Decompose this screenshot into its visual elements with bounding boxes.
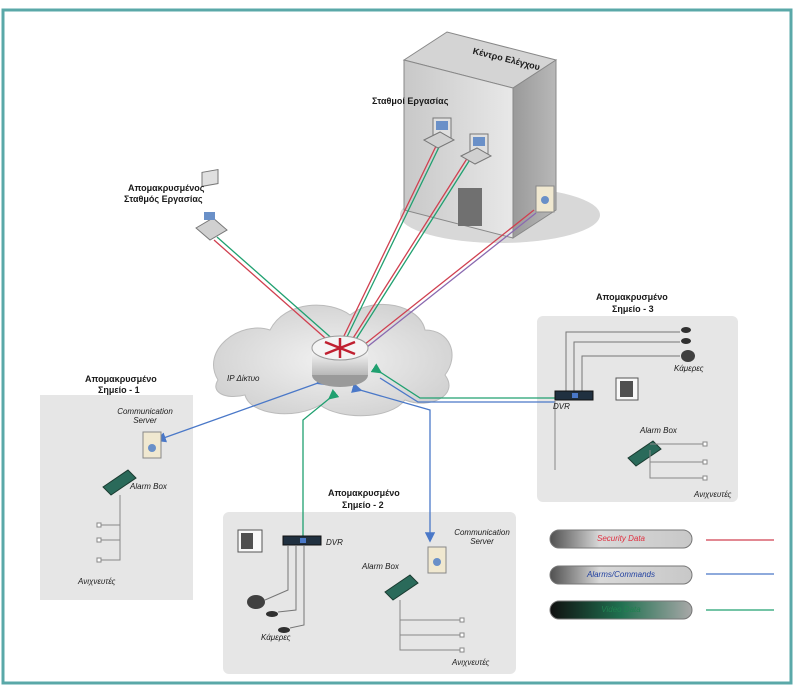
- router-icon: [311, 335, 369, 387]
- remote-workstation-label-1: Απομακρυσμένος: [128, 183, 205, 193]
- workstation-computer-icon: [422, 117, 456, 149]
- site2-sensor-lines: [399, 600, 465, 653]
- legend-alarms-label: Alarms/Commands: [586, 570, 655, 579]
- communication-server-icon: [142, 431, 162, 459]
- camera-icon: [681, 327, 695, 362]
- site3-camera-wiring: [565, 331, 680, 394]
- site2-alarm-box-label: Alarm Box: [362, 562, 399, 571]
- dvr-icon: [282, 535, 322, 546]
- site2-subtitle: Σημείο - 2: [342, 500, 384, 510]
- site2-cameras-label: Κάμερες: [261, 633, 291, 642]
- workstation-computer-icon: [459, 133, 493, 165]
- site2-sensors-label: Ανιχνευτές: [452, 658, 490, 667]
- site3-alarm-box-label: Alarm Box: [640, 426, 677, 435]
- site3-subtitle: Σημείο - 3: [612, 304, 654, 314]
- site1-panel: [40, 395, 193, 600]
- site1-title: Απομακρυσμένο: [85, 374, 157, 384]
- remote-workstation-computer-icon: [195, 168, 228, 241]
- remote-workstation-label-2: Σταθμός Εργασίας: [124, 194, 203, 204]
- legend-pill-security: [549, 529, 693, 549]
- legend-video-label: Video Data: [601, 605, 641, 614]
- legend-pill-alarms: [549, 565, 693, 585]
- ip-network-label: IP Δίκτυο: [227, 374, 260, 383]
- site2-comm-server-label: Communication Server: [454, 528, 510, 546]
- site1-sensor-lines: [96, 522, 120, 563]
- site1-sensors-label: Ανιχνευτές: [78, 577, 116, 586]
- communication-server-icon: [427, 546, 447, 574]
- site2-camera-wiring: [264, 545, 305, 629]
- monitor-icon: [237, 529, 263, 553]
- outer-frame: [1, 8, 793, 685]
- site2-title: Απομακρυσμένο: [328, 488, 400, 498]
- site1-comm-server-label: Communication Server: [117, 407, 173, 425]
- workstations-label: Σταθμοί Εργασίας: [372, 96, 449, 106]
- camera-icon: [247, 595, 290, 633]
- legend-pill-video: [549, 600, 693, 620]
- site1-alarm-box-label: Alarm Box: [130, 482, 167, 491]
- site1-subtitle: Σημείο - 1: [98, 385, 140, 395]
- server-icon: [535, 185, 555, 213]
- site3-sensor-lines: [649, 441, 708, 481]
- site3-sensors-label: Ανιχνευτές: [694, 490, 732, 499]
- site3-cameras-label: Κάμερες: [674, 364, 704, 373]
- site3-dvr-label: DVR: [553, 402, 570, 411]
- alarm-box-icon: [102, 469, 137, 496]
- alarm-box-icon: [384, 574, 419, 601]
- dvr-icon: [554, 390, 594, 401]
- site2-dvr-label: DVR: [326, 538, 343, 547]
- alarm-box-icon: [627, 440, 662, 467]
- monitor-icon: [615, 377, 639, 401]
- legend-security-label: Security Data: [596, 534, 646, 543]
- site3-panel: [537, 316, 738, 502]
- site3-title: Απομακρυσμένο: [596, 292, 668, 302]
